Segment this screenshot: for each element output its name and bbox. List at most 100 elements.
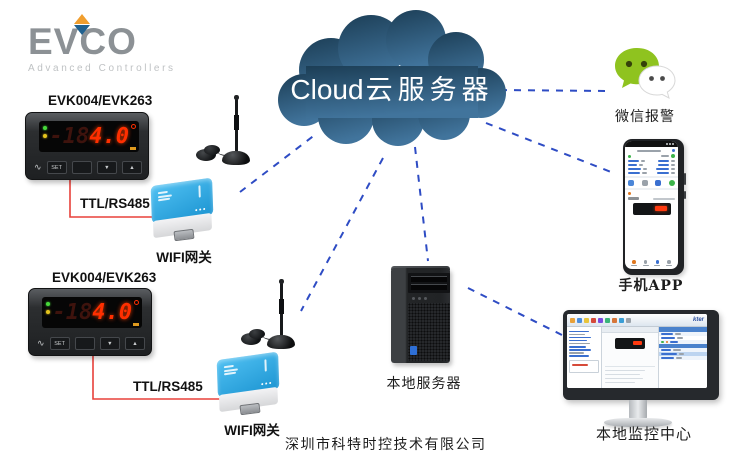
degree-indicator-icon xyxy=(131,124,136,129)
link-cloud-local-server xyxy=(414,146,429,262)
link-server-monitor xyxy=(467,287,567,338)
bus2-label: TTL/RS485 xyxy=(133,379,203,394)
local-server-label: 本地服务器 xyxy=(386,376,462,392)
output-indicator-icon xyxy=(133,323,139,326)
controller1-display: -184.0 xyxy=(39,121,139,152)
display-ghost-digits: -18 xyxy=(52,300,93,325)
bus1-label: TTL/RS485 xyxy=(80,196,150,211)
phone-app-device xyxy=(623,139,686,275)
monitor-bezel: kter xyxy=(563,310,719,400)
gateway-print xyxy=(158,197,171,201)
controller2-device: -184.0 ∿ SET ▼ ▲ xyxy=(28,288,152,356)
phone-bottom-nav[interactable] xyxy=(625,258,678,269)
controller1-buttons: ∿ SET ▼ ▲ xyxy=(34,161,142,174)
gateway-serial-port xyxy=(239,402,261,416)
antenna-rod xyxy=(279,279,283,340)
link-cloud-wechat xyxy=(499,89,608,92)
phone-controller-image xyxy=(632,203,671,215)
gateway-print xyxy=(198,185,201,198)
local-server-device xyxy=(388,266,454,366)
serial-line-controller2-gateway2 xyxy=(92,352,221,400)
monitor-data-panel xyxy=(659,327,707,388)
defrost-squiggle-icon: ∿ xyxy=(37,338,45,348)
monitor-alarm-box xyxy=(569,359,599,373)
logo-orange-triangle-icon xyxy=(74,14,90,24)
monitor-tree-panel xyxy=(567,327,602,388)
degree-indicator-icon xyxy=(134,300,139,305)
monitor-main-panel xyxy=(602,327,659,388)
monitor-label: 本地监控中心 xyxy=(596,425,693,443)
set-button[interactable]: SET xyxy=(46,161,67,174)
gateway-print xyxy=(224,371,237,375)
down-button[interactable]: ▼ xyxy=(99,337,120,350)
defrost-icon[interactable] xyxy=(641,180,648,186)
monitor-stand xyxy=(629,400,647,420)
gateway1-label: WIFI网关 xyxy=(156,250,212,265)
led-yellow-icon xyxy=(46,310,50,314)
cloud-label-zh: 云服务器 xyxy=(365,75,494,106)
display-value-digits: 4.0 xyxy=(92,300,132,325)
cool-icon[interactable] xyxy=(628,180,634,186)
monitor-software-logo: kter xyxy=(692,317,704,323)
controller1-device: -184.0 ∿ SET ▼ ▲ xyxy=(25,112,149,180)
antenna-rod xyxy=(234,95,238,156)
phone-statusbar xyxy=(625,141,678,147)
up-button[interactable]: ▲ xyxy=(124,337,145,350)
controller1-display-digits: -184.0 xyxy=(50,123,130,150)
phone-label: 手机APP xyxy=(618,278,684,294)
server-mesh-front xyxy=(408,303,450,361)
company-name: 深圳市科特时控技术有限公司 xyxy=(285,437,487,453)
server-buttons xyxy=(408,295,454,301)
antenna-cable-coil xyxy=(241,329,266,346)
gateway-print xyxy=(223,364,234,369)
intel-badge-icon xyxy=(410,346,417,355)
display-ghost-digits: -18 xyxy=(49,124,90,149)
wechat-icon xyxy=(612,46,678,106)
controller1-model-label: EVK004/EVK263 xyxy=(48,93,153,108)
wifi-link-cloud-gateway2 xyxy=(300,157,384,312)
display-value-digits: 4.0 xyxy=(89,124,129,149)
cloud-shape xyxy=(278,10,506,146)
controller2-buttons: ∿ SET ▼ ▲ xyxy=(37,337,145,350)
controller2-display: -184.0 xyxy=(42,297,142,328)
logo-tagline: Advanced Controllers xyxy=(28,63,176,74)
wechat-label: 微信报警 xyxy=(615,109,675,125)
gateway-led-dots xyxy=(261,381,272,386)
antenna-base xyxy=(267,335,295,349)
controller2-model-label: EVK004/EVK263 xyxy=(52,270,157,285)
fan-icon[interactable] xyxy=(655,180,662,186)
logo-blue-triangle-icon xyxy=(74,25,90,35)
server-body xyxy=(391,268,450,363)
antenna-icon xyxy=(240,279,300,358)
controller2-display-digits: -184.0 xyxy=(53,299,133,326)
up-button[interactable]: ▲ xyxy=(121,161,142,174)
led-green-icon xyxy=(43,126,47,130)
set-button[interactable]: SET xyxy=(49,337,70,350)
blank-button[interactable] xyxy=(71,161,92,174)
phone-screen xyxy=(625,141,678,269)
antenna-icon xyxy=(195,95,255,174)
logo-brand-text: EVCO xyxy=(28,21,137,62)
antenna-base xyxy=(222,151,250,165)
led-yellow-icon xyxy=(43,134,47,138)
gateway-print xyxy=(157,190,168,195)
monitor-base xyxy=(604,418,672,427)
monitor-controller-image xyxy=(615,338,645,349)
down-button[interactable]: ▼ xyxy=(96,161,117,174)
output-indicator-icon xyxy=(130,147,136,150)
monitor-device: kter xyxy=(563,310,719,427)
blank-button[interactable] xyxy=(74,337,95,350)
cloud-server: Cloud云服务器 xyxy=(276,8,508,146)
led-green-icon xyxy=(46,302,50,306)
monitor-software-ui: kter xyxy=(567,314,707,388)
serial-line-controller1-gateway1 xyxy=(69,179,155,218)
gateway-serial-port xyxy=(173,228,195,242)
monitor-toolbar: kter xyxy=(567,314,707,327)
wifi-link-gateway1-cloud xyxy=(239,133,317,193)
cloud-label: Cloud云服务器 xyxy=(276,68,508,107)
gateway2-label: WIFI网关 xyxy=(224,423,280,438)
power-icon[interactable] xyxy=(668,180,675,186)
gateway-led-dots xyxy=(195,207,206,212)
